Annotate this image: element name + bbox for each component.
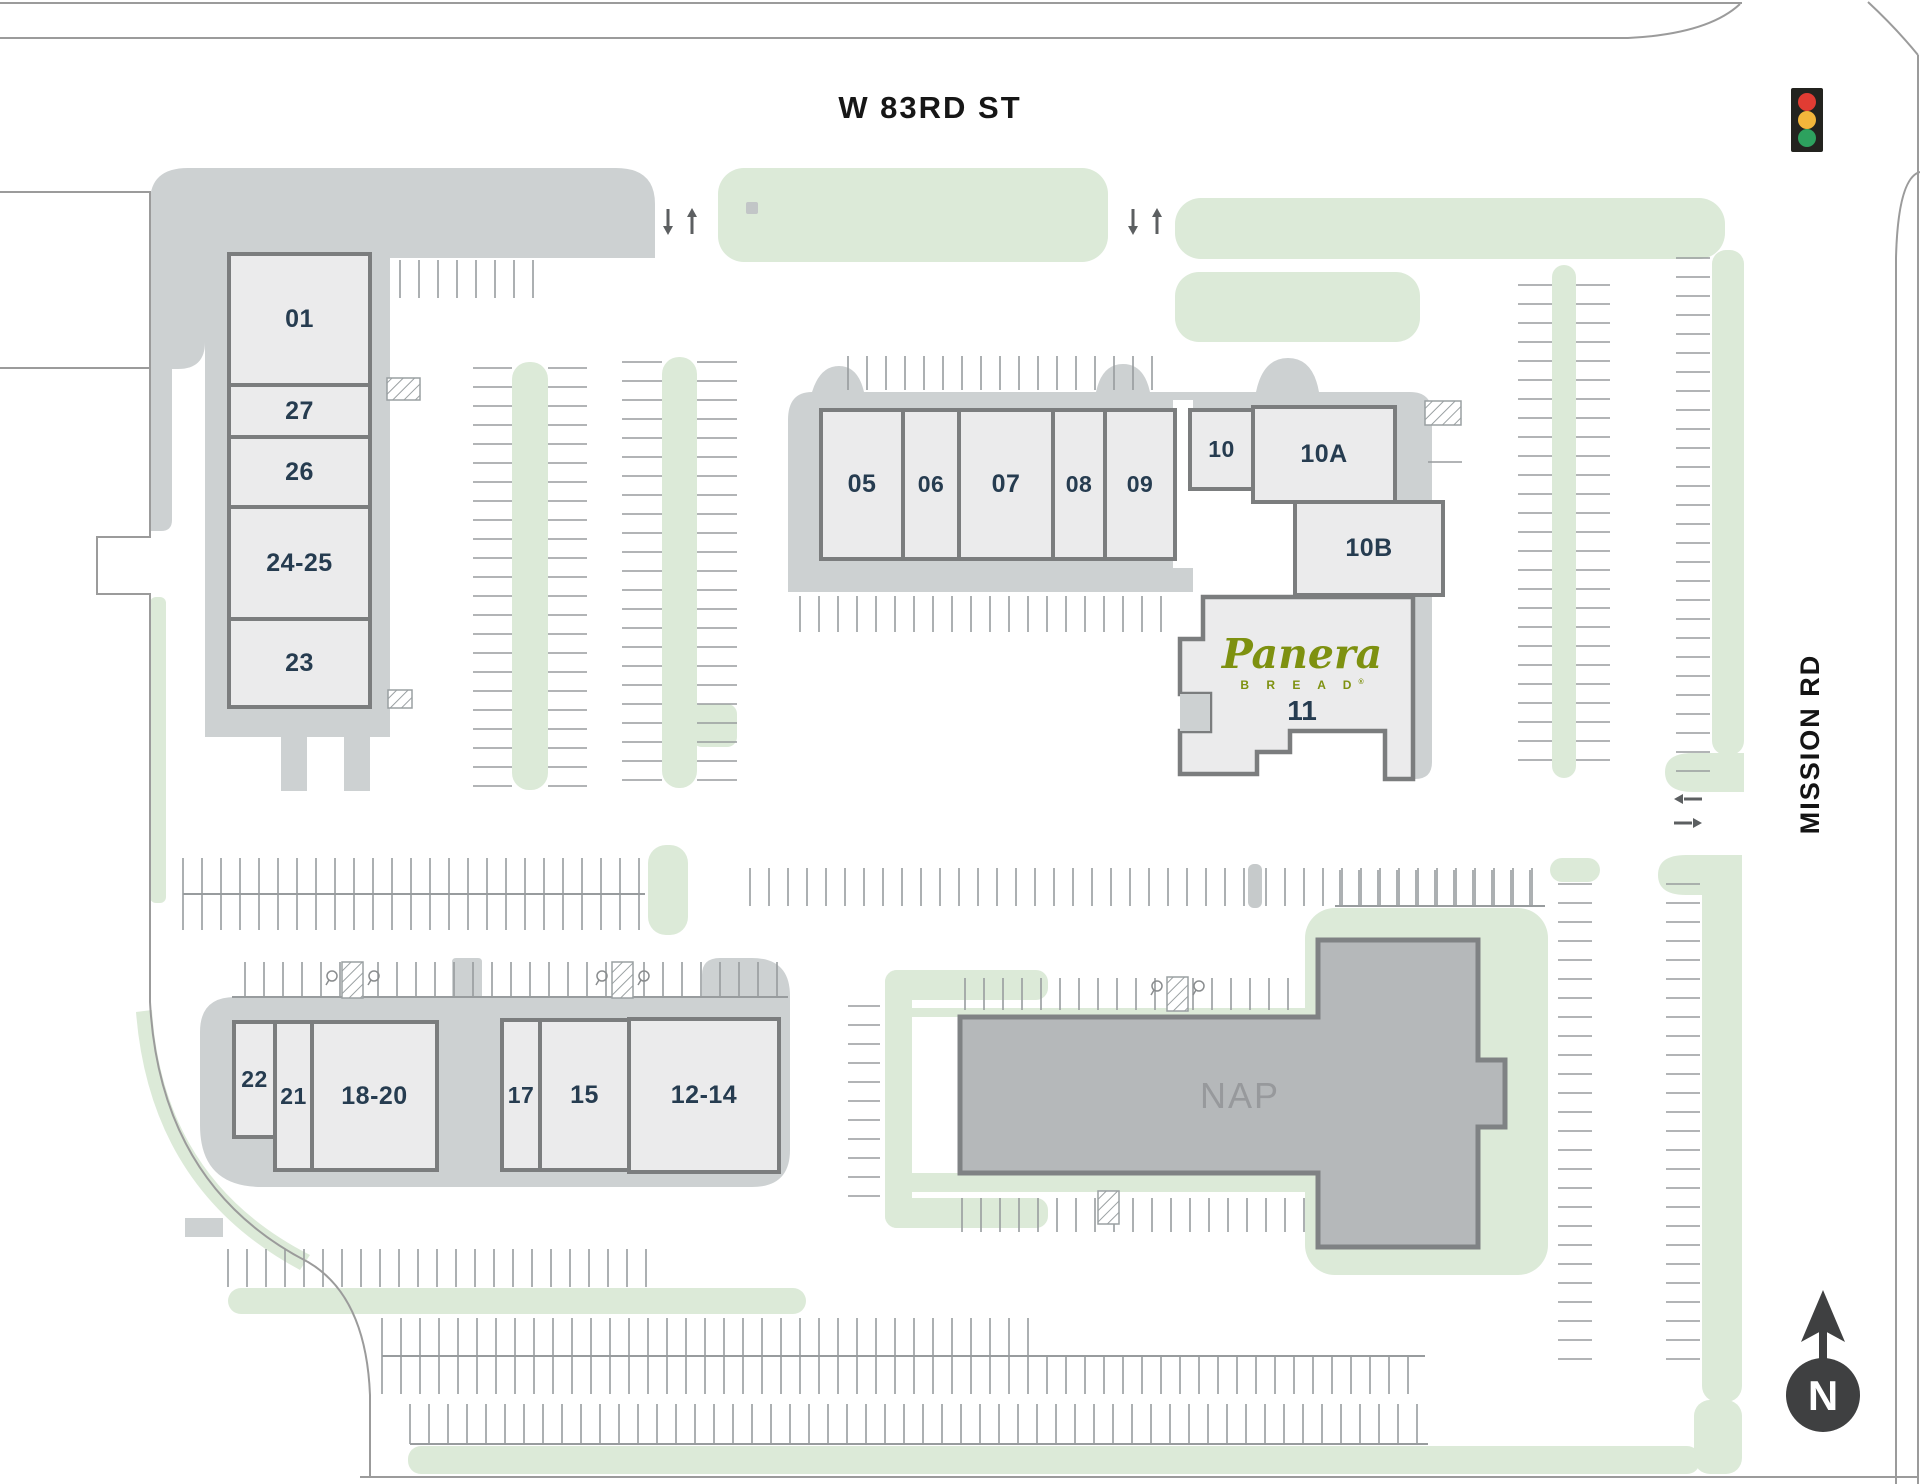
suite-label: 26 bbox=[285, 457, 314, 486]
suite-label: 27 bbox=[285, 396, 314, 425]
suite-label: 06 bbox=[917, 471, 945, 497]
suite-label: 10 bbox=[1208, 436, 1235, 462]
panera-logo-sub: B R E A D® bbox=[1240, 677, 1364, 692]
suite-27[interactable]: 27 bbox=[227, 383, 372, 439]
suite-01[interactable]: 01 bbox=[227, 252, 372, 387]
suite-11-panera[interactable]: Panera B R E A D® 11 bbox=[1212, 624, 1392, 734]
pavement-dot bbox=[746, 202, 758, 214]
suite-label: 10A bbox=[1300, 440, 1348, 468]
traffic-flow-arrows bbox=[663, 208, 1702, 828]
suite-15[interactable]: 15 bbox=[538, 1018, 631, 1172]
building-nap bbox=[957, 937, 1508, 1250]
north-arrow bbox=[1786, 1290, 1860, 1432]
suite-07[interactable]: 07 bbox=[957, 408, 1055, 561]
suite-11-footprint[interactable] bbox=[1177, 594, 1416, 782]
suite-10b[interactable]: 10B bbox=[1293, 500, 1445, 597]
suite-label: 05 bbox=[847, 470, 877, 498]
suite-label: 11 bbox=[1287, 694, 1317, 726]
suite-label: 22 bbox=[241, 1066, 268, 1092]
suite-label: 01 bbox=[285, 305, 314, 333]
nap-label: NAP bbox=[1199, 1075, 1281, 1116]
suite-10[interactable]: 10 bbox=[1188, 408, 1255, 491]
hatched-islands bbox=[341, 377, 1462, 1225]
panera-logo: Panera bbox=[1221, 629, 1383, 678]
suite-06[interactable]: 06 bbox=[901, 408, 961, 561]
suite-18-20[interactable]: 18-20 bbox=[310, 1020, 439, 1172]
suite-label: 15 bbox=[570, 1080, 599, 1109]
light-pole-icons bbox=[325, 970, 1205, 996]
suite-label: 09 bbox=[1126, 471, 1154, 497]
pavement-notch bbox=[1180, 694, 1210, 731]
suite-label: 24-25 bbox=[266, 548, 333, 577]
street-label-w-83rd-st: W 83RD ST bbox=[838, 90, 1022, 125]
street-label-mission-rd: MISSION RD bbox=[1794, 653, 1825, 835]
suite-label: 21 bbox=[280, 1082, 307, 1109]
suite-label: 17 bbox=[507, 1081, 535, 1108]
traffic-signal-icon bbox=[1791, 88, 1823, 152]
median-stub bbox=[1248, 864, 1262, 908]
parking-row-lines bbox=[183, 893, 1545, 1445]
suite-08[interactable]: 08 bbox=[1051, 408, 1107, 561]
suite-10a[interactable]: 10A bbox=[1251, 405, 1397, 504]
suite-22[interactable]: 22 bbox=[232, 1020, 277, 1139]
suite-24-25[interactable]: 24-25 bbox=[227, 505, 372, 621]
suite-12-14[interactable]: 12-14 bbox=[627, 1017, 781, 1174]
suite-23[interactable]: 23 bbox=[227, 617, 372, 709]
suite-label: 10B bbox=[1345, 534, 1393, 562]
north-arrow-letter: N bbox=[1808, 1372, 1838, 1419]
suite-label: 18-20 bbox=[341, 1081, 408, 1110]
suite-26[interactable]: 26 bbox=[227, 435, 372, 509]
suite-label: 12-14 bbox=[670, 1081, 738, 1109]
suite-21[interactable]: 21 bbox=[273, 1020, 314, 1172]
suite-17[interactable]: 17 bbox=[500, 1018, 542, 1172]
parking-stall-lines bbox=[182, 257, 1710, 1444]
suite-label: 07 bbox=[991, 470, 1021, 498]
suite-label: 23 bbox=[285, 648, 314, 677]
walkways bbox=[1173, 400, 1295, 598]
suite-label: 08 bbox=[1065, 471, 1093, 497]
suite-05[interactable]: 05 bbox=[819, 408, 905, 561]
suite-09[interactable]: 09 bbox=[1103, 408, 1177, 561]
